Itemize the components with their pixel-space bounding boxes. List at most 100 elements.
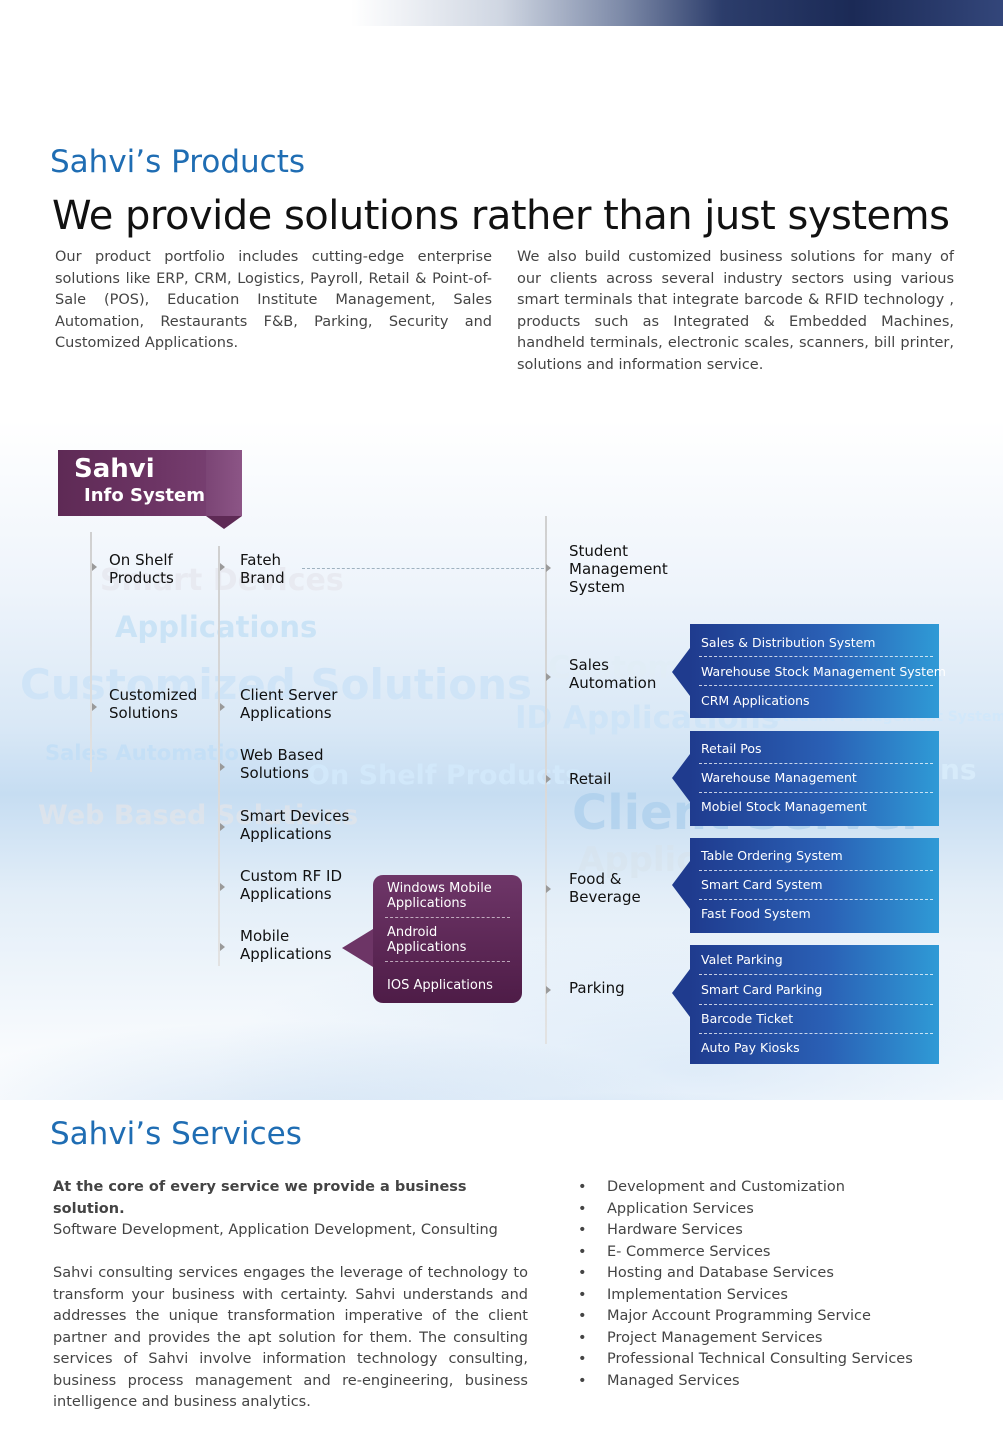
node-arrow — [220, 943, 225, 951]
list-item: • Implementation Services — [578, 1285, 913, 1307]
item-divider — [699, 763, 933, 764]
bullet-icon: • — [578, 1243, 587, 1260]
sales-box-pointer — [672, 648, 690, 696]
watermark-text: Sales Automation — [45, 741, 254, 765]
food-item: Fast Food System — [701, 906, 811, 921]
node-smart-devices-applications: Smart Devices Applications — [240, 807, 350, 843]
list-item: •Professional Technical Consulting Servi… — [578, 1349, 913, 1371]
node-arrow — [92, 703, 97, 711]
service-item: Hosting and Database Services — [607, 1265, 834, 1281]
node-arrow — [220, 823, 225, 831]
node-arrow — [546, 775, 551, 783]
list-item: • Project Management Services — [578, 1328, 913, 1350]
service-item: Managed Services — [607, 1372, 740, 1389]
sales-item: CRM Applications — [701, 693, 810, 708]
node-mobile-applications: Mobile Applications — [240, 927, 332, 963]
tree-line-level1 — [90, 532, 92, 772]
retail-item: Warehouse Management — [701, 770, 857, 785]
mobile-app-item: IOS Applications — [387, 978, 493, 993]
products-intro-right: We also build customized business soluti… — [517, 249, 954, 373]
services-body: Sahvi consulting services engages the le… — [53, 1265, 528, 1410]
node-client-server-applications: Client Server Applications — [240, 686, 338, 722]
logo-pointer — [206, 516, 242, 529]
sales-automation-box: Sales & Distribution System Warehouse St… — [690, 624, 946, 718]
watermark-text: On Shelf Products — [307, 760, 582, 791]
watermark-text: Customized Solutions — [20, 660, 533, 709]
list-item: •Hosting and Database Services — [578, 1263, 913, 1285]
node-arrow — [546, 885, 551, 893]
products-headline: We provide solutions rather than just sy… — [52, 193, 950, 239]
food-item: Table Ordering System — [701, 848, 843, 863]
retail-box: Retail Pos Warehouse Management Mobiel S… — [690, 731, 939, 826]
services-section-title: Sahvi’s Services — [50, 1116, 302, 1152]
bullet-icon: • — [578, 1351, 587, 1367]
item-divider — [699, 974, 933, 975]
list-item: • E- Commerce Services — [578, 1242, 913, 1264]
node-student-management-system: Student Management System — [569, 542, 668, 596]
service-item: Implementation Services — [607, 1286, 788, 1303]
food-beverage-box: Table Ordering System Smart Card System … — [690, 838, 939, 933]
parking-item: Auto Pay Kiosks — [701, 1040, 800, 1055]
dashed-connector — [302, 568, 544, 569]
list-item: • Development and Customization — [578, 1177, 913, 1199]
logo-title: Sahvi — [74, 454, 155, 484]
retail-item: Retail Pos — [701, 741, 762, 756]
node-arrow — [220, 703, 225, 711]
sales-item: Sales & Distribution System — [701, 635, 876, 650]
node-web-based-solutions: Web Based Solutions — [240, 746, 324, 782]
list-item: • Major Account Programming Service — [578, 1306, 913, 1328]
node-arrow — [92, 563, 97, 571]
service-item: Development and Customization — [607, 1179, 845, 1195]
item-divider — [699, 656, 933, 657]
node-fateh-brand: Fateh Brand — [240, 551, 285, 587]
node-customized-solutions: Customized Solutions — [109, 686, 198, 722]
item-divider — [699, 870, 933, 871]
header-banner-image — [0, 0, 1003, 26]
node-retail: Retail — [569, 770, 612, 788]
mobile-app-item: Android Applications — [387, 925, 467, 955]
node-arrow — [220, 883, 225, 891]
list-item: • Application Services — [578, 1199, 913, 1221]
node-custom-rfid-applications: Custom RF ID Applications — [240, 867, 343, 903]
sales-item: Warehouse Stock Management System — [701, 664, 946, 679]
mobile-apps-pointer — [342, 929, 373, 967]
list-item: •Managed Services — [578, 1371, 913, 1393]
bullet-icon: • — [578, 1329, 587, 1346]
item-divider — [699, 1033, 933, 1034]
node-arrow — [546, 564, 551, 572]
services-lead: At the core of every service we provide … — [53, 1179, 467, 1217]
products-intro-left: Our product portfolio includes cutting-e… — [55, 249, 492, 351]
watermark-text: Web Based Solutions — [38, 800, 359, 831]
parking-item: Smart Card Parking — [701, 982, 823, 997]
bullet-icon: • — [578, 1200, 587, 1217]
item-divider — [385, 961, 510, 962]
bullet-icon: • — [578, 1308, 587, 1324]
bullet-icon: • — [578, 1222, 587, 1238]
products-section-title: Sahvi’s Products — [50, 144, 305, 180]
bullet-icon: • — [578, 1286, 587, 1303]
service-item: Major Account Programming Service — [607, 1308, 871, 1324]
retail-item: Mobiel Stock Management — [701, 799, 867, 814]
services-subtitle: Software Development, Application Develo… — [53, 1222, 498, 1238]
parking-item: Valet Parking — [701, 952, 783, 967]
food-item: Smart Card System — [701, 877, 823, 892]
mobile-apps-box: Windows Mobile Applications Android Appl… — [373, 875, 522, 1003]
node-arrow — [220, 563, 225, 571]
item-divider — [699, 1004, 933, 1005]
logo-subtitle: Info System — [84, 485, 205, 506]
item-divider — [699, 685, 933, 686]
item-divider — [385, 917, 510, 918]
bullet-icon: • — [578, 1179, 587, 1195]
mobile-app-item: Windows Mobile Applications — [387, 881, 492, 911]
parking-box: Valet Parking Smart Card Parking Barcode… — [690, 945, 939, 1064]
service-item: Application Services — [607, 1200, 754, 1217]
service-item: Hardware Services — [607, 1222, 743, 1238]
parking-item: Barcode Ticket — [701, 1011, 794, 1026]
service-item: E- Commerce Services — [607, 1243, 771, 1260]
service-item: Project Management Services — [607, 1329, 823, 1346]
node-on-shelf-products: On Shelf Products — [109, 551, 174, 587]
node-arrow — [546, 986, 551, 994]
tree-line-level2 — [218, 546, 220, 966]
retail-box-pointer — [672, 754, 690, 802]
node-arrow — [546, 673, 551, 681]
